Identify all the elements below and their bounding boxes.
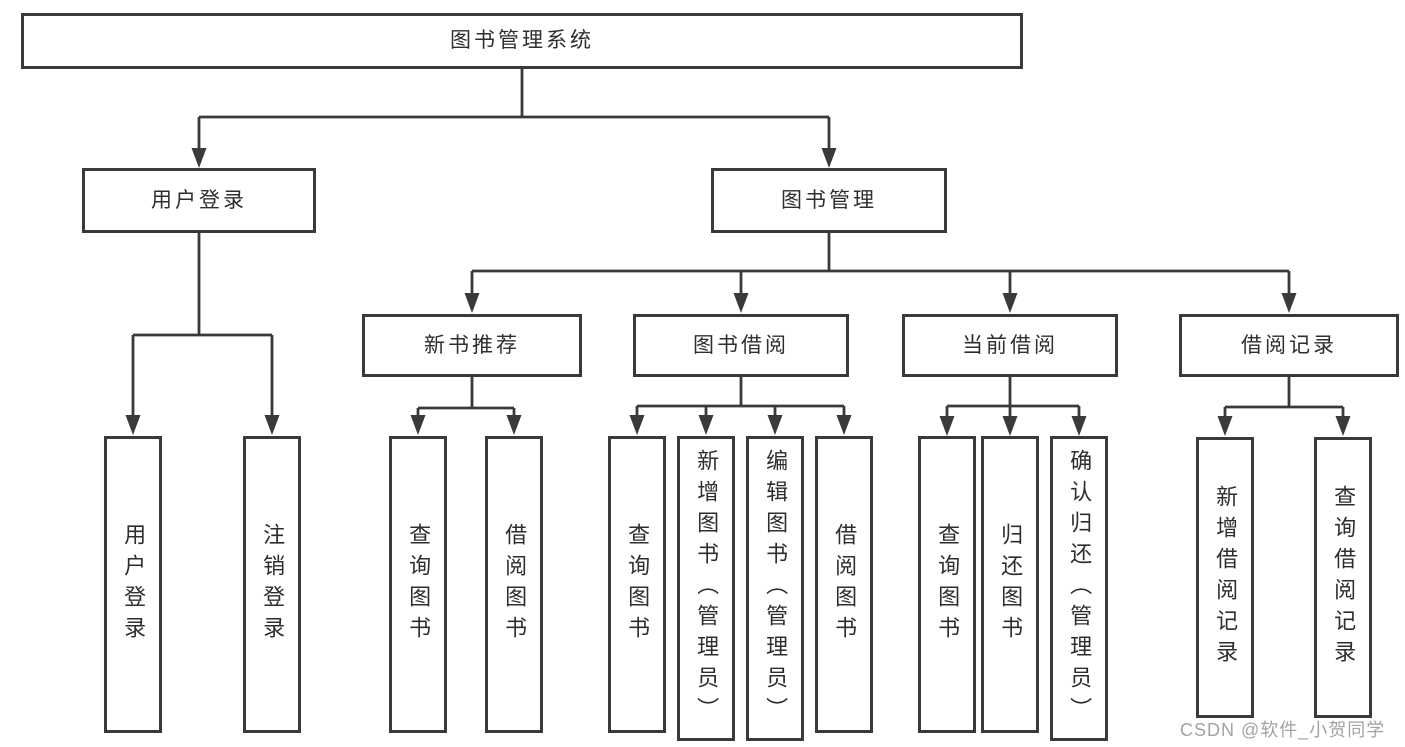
leaf-return-book: 归还图书 (981, 436, 1039, 733)
leaf-logout: 注销登录 (243, 436, 301, 733)
leaf-query-book-3: 查询图书 (918, 436, 976, 733)
leaf-add-borrow-record: 新增借阅记录 (1196, 437, 1254, 718)
leaf-user-login: 用户登录 (104, 436, 162, 733)
leaf-edit-book-admin: 编辑图书（管理员） (746, 436, 804, 741)
leaf-borrow-book-2: 借阅图书 (815, 436, 873, 733)
leaf-borrow-book-1: 借阅图书 (485, 436, 543, 733)
leaf-add-book-admin: 新增图书（管理员） (677, 436, 735, 741)
node-current-borrow: 当前借阅 (902, 314, 1118, 377)
arrowheads (125, 148, 1351, 436)
leaf-query-book-1: 查询图书 (389, 436, 447, 733)
node-book-borrow: 图书借阅 (633, 314, 849, 377)
leaf-query-borrow-record: 查询借阅记录 (1314, 437, 1372, 718)
leaf-confirm-return-admin: 确认归还（管理员） (1050, 436, 1108, 741)
connector-paths (131, 69, 1345, 418)
node-new-book-recommend: 新书推荐 (362, 314, 582, 377)
leaf-query-book-2: 查询图书 (608, 436, 666, 733)
node-root: 图书管理系统 (21, 13, 1023, 69)
node-borrow-records: 借阅记录 (1179, 314, 1399, 377)
node-user-login: 用户登录 (82, 168, 316, 233)
csdn-watermark: CSDN @软件_小贺同学 (1180, 720, 1386, 740)
node-book-management: 图书管理 (711, 168, 947, 233)
